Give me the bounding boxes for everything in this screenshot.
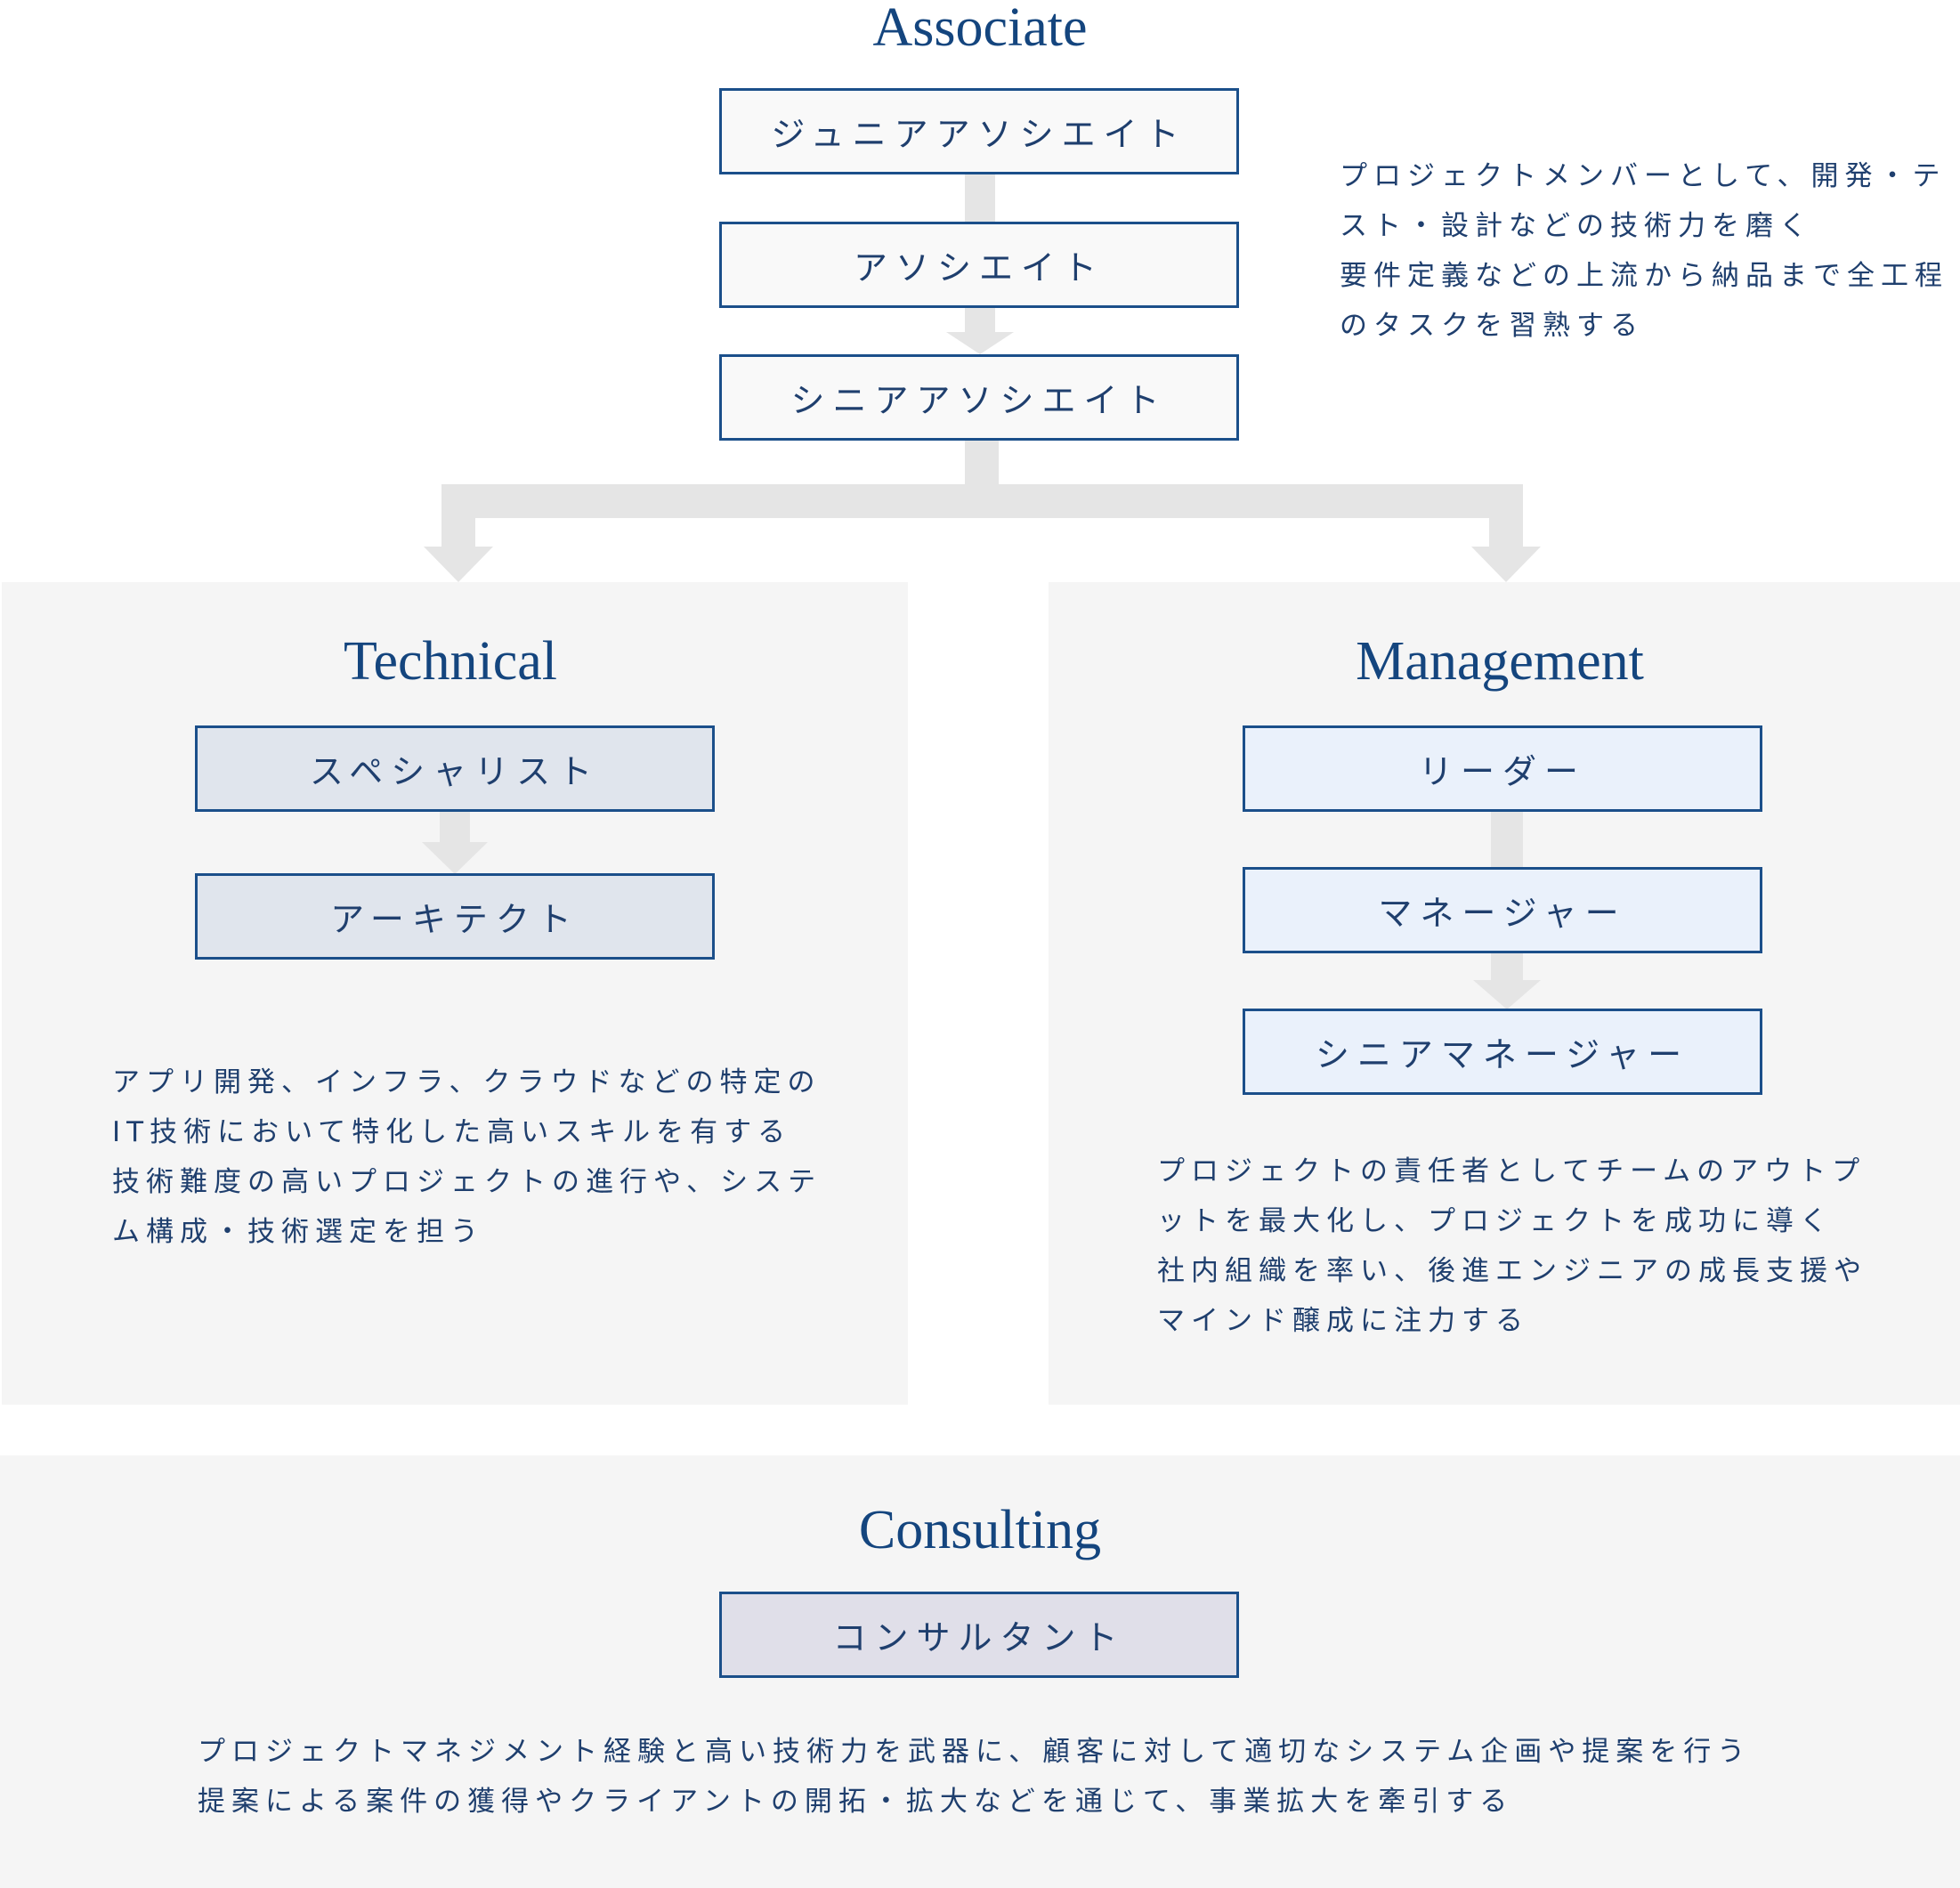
technical-description-line: 技術難度の高いプロジェクトの進行や、システ [112, 1166, 822, 1198]
step-consultant: コンサルタント [719, 1592, 1239, 1678]
connector-junior-to-associate [965, 174, 995, 223]
associate-description: プロジェクトメンバーとして、開発・テ スト・設計などの技術力を磨く 要件定義など… [1340, 151, 1948, 351]
step-junior-associate: ジュニアアソシエイト [719, 88, 1239, 174]
management-description-line: プロジェクトの責任者としてチームのアウトプ [1157, 1155, 1867, 1187]
technical-title: Technical [343, 631, 558, 692]
consulting-description-line: プロジェクトマネジメント経験と高い技術力を武器に、顧客に対して適切なシステム企画… [198, 1736, 1752, 1768]
step-leader: リーダー [1243, 725, 1762, 812]
connector-manager-to-senior-stem [1491, 953, 1523, 982]
management-description-line: ットを最大化し、プロジェクトを成功に導く [1157, 1205, 1834, 1237]
step-specialist: スペシャリスト [195, 725, 715, 812]
associate-description-line: のタスクを習熟する [1340, 310, 1644, 342]
arrowhead-to-technical [424, 547, 493, 582]
consulting-description-line: 提案による案件の獲得やクライアントの開拓・拡大などを通じて、事業拡大を牽引する [198, 1786, 1514, 1818]
management-description: プロジェクトの責任者としてチームのアウトプ ットを最大化し、プロジェクトを成功に… [1157, 1147, 1867, 1346]
connector-associate-to-senior-stem [965, 307, 995, 332]
connector-specialist-to-architect-stem [440, 812, 470, 844]
arrowhead-manager-to-senior [1473, 980, 1541, 1009]
associate-title: Associate [872, 0, 1088, 58]
step-architect: アーキテクト [195, 873, 715, 960]
connector-leader-to-manager [1491, 812, 1523, 867]
consulting-description: プロジェクトマネジメント経験と高い技術力を武器に、顧客に対して適切なシステム企画… [198, 1727, 1751, 1827]
associate-description-line: スト・設計などの技術力を磨く [1340, 210, 1813, 242]
associate-description-line: プロジェクトメンバーとして、開発・テ [1340, 160, 1947, 192]
technical-description-line: ム構成・技術選定を担う [112, 1216, 484, 1248]
step-associate: アソシエイト [719, 222, 1239, 308]
arrowhead-associate-to-senior [946, 332, 1014, 354]
technical-description-line: アプリ開発、インフラ、クラウドなどの特定の [112, 1066, 822, 1098]
connector-split-right-drop [1489, 484, 1523, 548]
consulting-title: Consulting [858, 1500, 1102, 1560]
associate-description-line: 要件定義などの上流から納品まで全工程 [1340, 260, 1948, 292]
management-description-line: マインド醸成に注力する [1157, 1305, 1529, 1337]
connector-split-bar [441, 484, 1523, 518]
step-senior-manager: シニアマネージャー [1243, 1009, 1762, 1095]
step-manager: マネージャー [1243, 867, 1762, 953]
technical-description: アプリ開発、インフラ、クラウドなどの特定の IT技術において特化した高いスキルを… [112, 1057, 822, 1257]
management-title: Management [1356, 631, 1644, 692]
technical-panel [2, 582, 908, 1405]
step-senior-associate: シニアアソシエイト [719, 354, 1239, 441]
technical-description-line: IT技術において特化した高いスキルを有する [112, 1116, 792, 1148]
arrowhead-specialist-to-architect [422, 842, 488, 874]
connector-split-stem [965, 440, 999, 486]
connector-split-left-drop [441, 484, 475, 548]
management-description-line: 社内組織を率い、後進エンジニアの成長支援や [1157, 1255, 1867, 1287]
arrowhead-to-management [1471, 547, 1541, 582]
